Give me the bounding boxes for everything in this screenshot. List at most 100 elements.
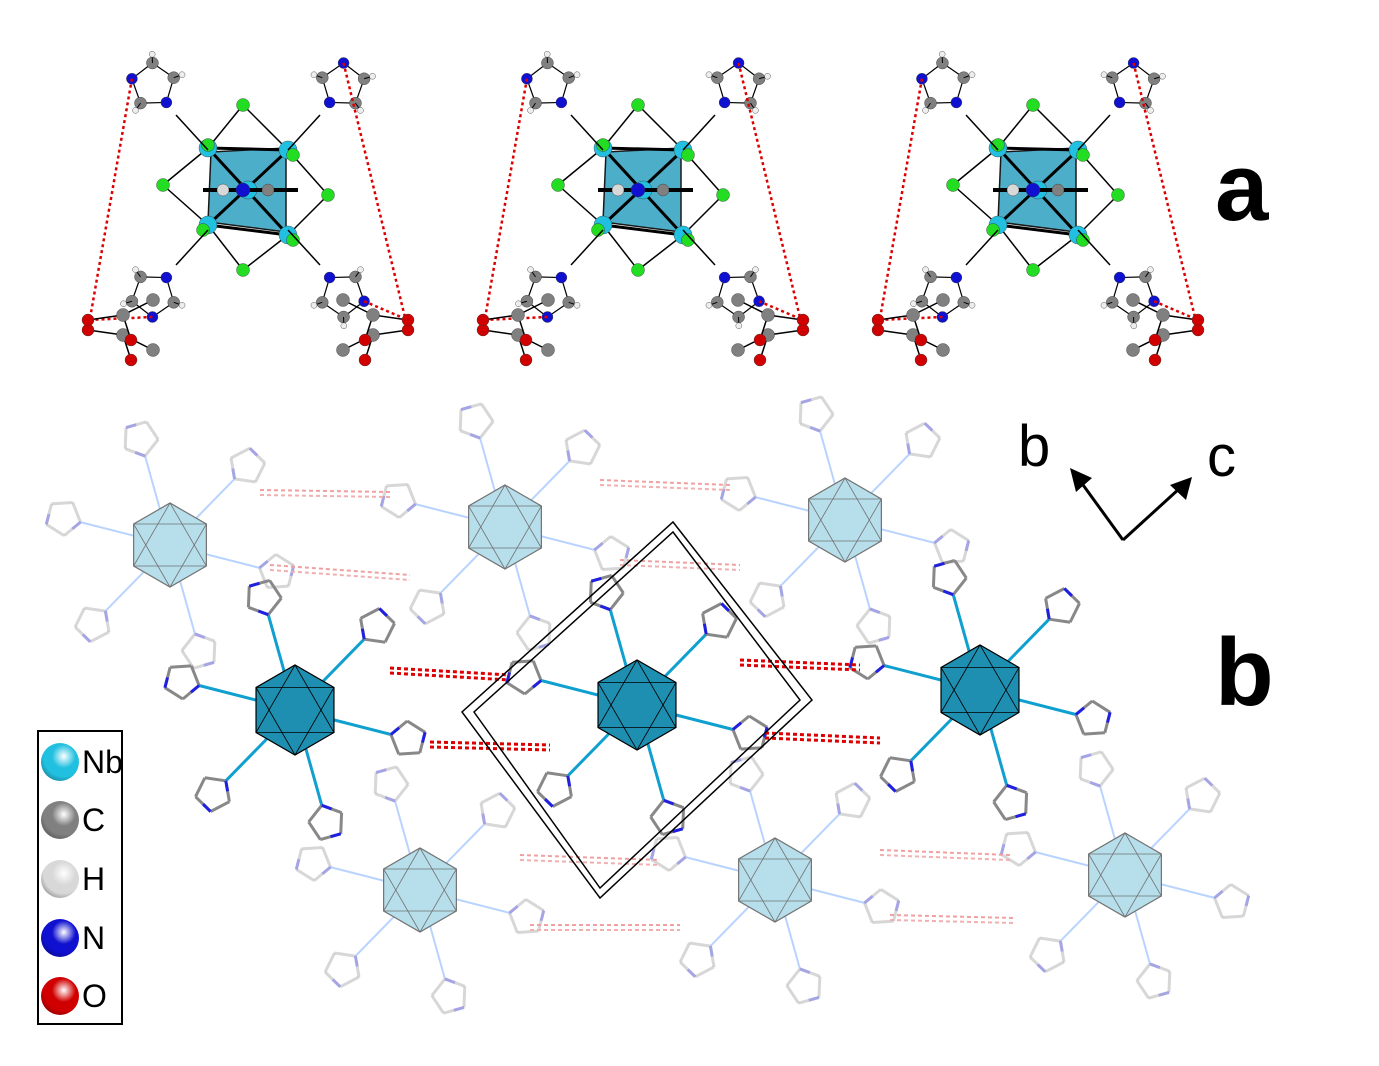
nb6-cluster-packing [294, 765, 546, 1015]
h-atom [369, 73, 376, 80]
n-bond [894, 900, 901, 912]
nb-n-bond [965, 114, 999, 151]
n-bond [708, 945, 714, 957]
legend-label: Nb [82, 743, 123, 780]
ring-bond [835, 781, 856, 795]
ring-bond [1068, 602, 1081, 623]
element-legend: Nb C H N O [37, 730, 123, 1025]
polyhedron-edge [940, 644, 981, 713]
ring-bond [909, 452, 931, 459]
nb6-cluster-packing [163, 578, 427, 842]
polyhedron-edge [738, 858, 776, 923]
ring-bond [380, 505, 400, 519]
ring-bond [73, 607, 86, 628]
n-bond [1026, 850, 1037, 861]
o-atom [401, 313, 415, 327]
ring-bond [834, 792, 842, 815]
ring-bond [71, 501, 82, 523]
n-bond [1106, 711, 1112, 723]
n-bond [194, 632, 206, 640]
h-atom [1159, 73, 1166, 80]
ring-bond [63, 520, 82, 537]
nb-cl-bond [997, 104, 1034, 149]
nb6cl12-cluster [81, 51, 415, 367]
polyhedron-edge [255, 664, 296, 733]
ring-bond [1048, 617, 1071, 624]
ring-bond [430, 978, 447, 997]
n-bond [799, 967, 811, 975]
n-bond [756, 608, 767, 618]
nb-nb-bond [207, 223, 289, 237]
n-bond [583, 429, 594, 439]
c-atom [116, 308, 130, 322]
hydrogen-bond [739, 663, 861, 672]
n-bond [539, 910, 546, 922]
o-atom [914, 353, 928, 367]
n-bond [1058, 940, 1064, 952]
ring-bond [143, 438, 160, 457]
n-bond [1006, 783, 1018, 791]
n-bond [103, 610, 109, 622]
ring-bond [759, 581, 781, 588]
legend-item-h: H [41, 859, 105, 899]
nb6-cluster-packing [999, 750, 1251, 1000]
nb-cl-bond [997, 224, 1034, 271]
hydrogen-bond [429, 740, 551, 747]
n-bond [999, 843, 1006, 855]
h-atom [310, 302, 318, 309]
nb-cl-bond [952, 184, 999, 226]
cl-atom [551, 178, 565, 192]
n-bond [731, 721, 743, 731]
n-bond [460, 405, 472, 411]
hydrogen-bond [599, 484, 731, 491]
polyhedron-edge [1124, 853, 1162, 918]
ring-bond [1135, 979, 1150, 1000]
hydrogen-bond [519, 859, 661, 866]
ring-bond [874, 645, 886, 667]
n-bond [672, 827, 684, 834]
ring-bond [1148, 991, 1170, 1000]
ring-bond [395, 765, 410, 786]
ring-bond [536, 772, 549, 793]
n-bond [378, 607, 388, 617]
ring-bond [359, 607, 381, 620]
ring-bond [817, 976, 822, 998]
ring-bond [1028, 937, 1041, 958]
ring-bond [1185, 776, 1206, 790]
ring-bond [1078, 757, 1083, 779]
n-bond [258, 559, 269, 570]
n-bond [231, 468, 237, 480]
ring-bond [569, 459, 591, 466]
cl-atom [946, 178, 960, 192]
nb-cl-bond [242, 104, 289, 151]
hydrogen-bond [599, 479, 731, 486]
n-bond [202, 803, 212, 813]
ring-bond [537, 910, 546, 932]
ring-bond [353, 955, 361, 978]
h-atom [910, 300, 917, 307]
nb6-octahedron [383, 847, 457, 933]
ring-bond [170, 664, 192, 669]
ring-bond [839, 812, 861, 819]
h-atom [611, 183, 625, 197]
nb-nb-bond [602, 146, 684, 152]
o-atom [81, 313, 95, 327]
n-bond [360, 628, 366, 640]
ring-bond [622, 547, 631, 569]
polyhedron-edge [636, 659, 677, 728]
axis-indicator [1070, 468, 1192, 542]
c-atom [146, 343, 160, 357]
ring-bond [798, 402, 803, 424]
legend-label: C [82, 801, 106, 838]
n-bond [1045, 608, 1051, 620]
n-bond [469, 432, 481, 440]
polyhedron-edge [133, 502, 171, 567]
ring-bond [551, 795, 573, 808]
ring-bond [962, 540, 971, 562]
cl-atom [1111, 188, 1125, 202]
c-atom [761, 308, 775, 322]
n-bond [125, 423, 137, 429]
ring-bond [406, 483, 417, 505]
cl-atom [1026, 98, 1040, 112]
ring-bond [649, 838, 658, 860]
